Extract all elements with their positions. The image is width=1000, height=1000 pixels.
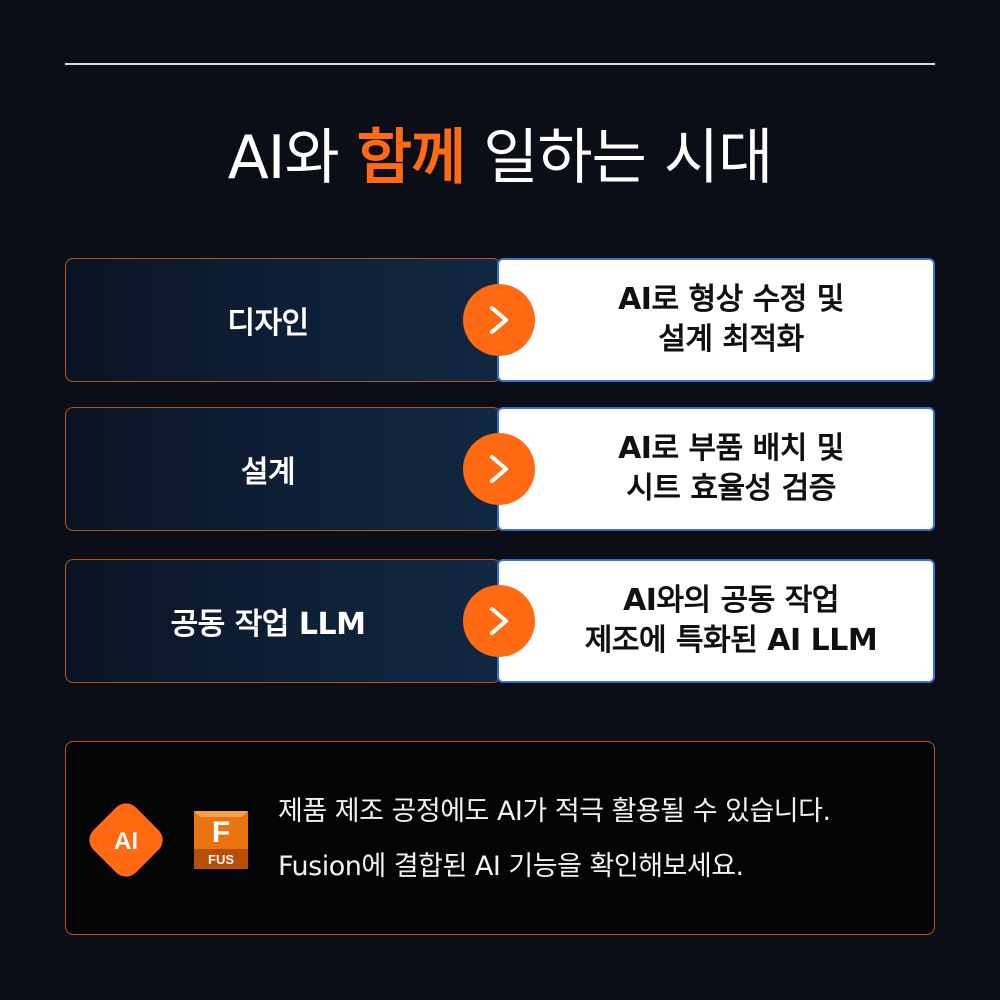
feature-description-card: AI로 형상 수정 및 설계 최적화 xyxy=(497,258,935,382)
fusion-logo-label: FUS xyxy=(208,852,234,867)
feature-label-card: 공동 작업 LLM xyxy=(65,559,501,683)
ai-badge-icon: AI xyxy=(89,803,163,877)
feature-description-line1: AI로 형상 수정 및 xyxy=(618,282,844,317)
page-title: AI와 함께 일하는 시대 xyxy=(0,118,1000,198)
feature-row-collaboration: 공동 작업 LLM AI와의 공동 작업 제조에 특화된 AI LLM xyxy=(65,559,935,685)
ai-badge-label: AI xyxy=(114,828,138,855)
fusion-logo-letter: F xyxy=(212,816,230,849)
feature-description-card: AI와의 공동 작업 제조에 특화된 AI LLM xyxy=(497,559,935,683)
feature-label-card: 디자인 xyxy=(65,258,501,382)
feature-row-design: 디자인 AI로 형상 수정 및 설계 최적화 xyxy=(65,258,935,384)
feature-description-line1: AI로 부품 배치 및 xyxy=(618,431,844,466)
feature-row-engineering: 설계 AI로 부품 배치 및 시트 효율성 검증 xyxy=(65,407,935,533)
info-line-2: Fusion에 결합된 AI 기능을 확인해보세요. xyxy=(278,851,744,882)
feature-description-line2: 설계 최적화 xyxy=(658,322,804,357)
info-panel: AI F FUS 제품 제조 공정에도 AI가 적극 활용될 수 있습니다. F… xyxy=(65,741,935,935)
info-line-1: 제품 제조 공정에도 AI가 적극 활용될 수 있습니다. xyxy=(278,796,831,827)
top-divider xyxy=(65,63,935,65)
title-suffix: 일하는 시대 xyxy=(465,123,773,193)
info-text: 제품 제조 공정에도 AI가 적극 활용될 수 있습니다. Fusion에 결합… xyxy=(278,784,928,894)
feature-description-line1: AI와의 공동 작업 xyxy=(623,583,839,618)
feature-description-line2: 시트 효율성 검증 xyxy=(626,471,836,506)
feature-label: 설계 xyxy=(240,455,296,490)
title-prefix: AI와 xyxy=(227,123,357,193)
chevron-right-icon xyxy=(463,284,535,356)
feature-label-card: 설계 xyxy=(65,407,501,531)
chevron-right-icon xyxy=(463,585,535,657)
chevron-right-icon xyxy=(463,433,535,505)
feature-description-line2: 제조에 특화된 AI LLM xyxy=(584,623,878,658)
title-accent: 함께 xyxy=(356,123,466,193)
feature-label: 디자인 xyxy=(227,306,309,341)
fusion-logo-icon: F FUS xyxy=(194,811,248,869)
feature-description-card: AI로 부품 배치 및 시트 효율성 검증 xyxy=(497,407,935,531)
feature-label: 공동 작업 LLM xyxy=(170,607,366,642)
